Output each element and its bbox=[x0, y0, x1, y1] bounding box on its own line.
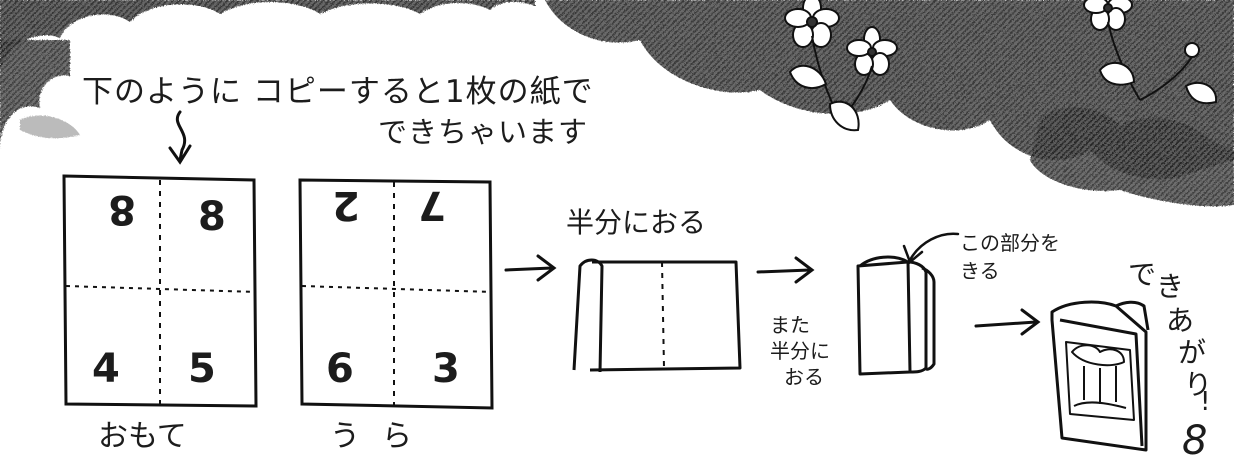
step-cut-line-2: きる bbox=[960, 259, 1000, 283]
step-cut-line-1: この部分を bbox=[960, 231, 1060, 255]
front-page-bottom-left: 4 bbox=[92, 346, 120, 392]
front-page-top-left: 8 bbox=[108, 186, 136, 232]
back-page-top-right: 7 bbox=[418, 182, 446, 228]
sheet-back bbox=[298, 178, 494, 410]
done-char-6: ! bbox=[1200, 387, 1210, 417]
step-fold-again-line-3: おる bbox=[784, 365, 824, 389]
intro-line-2: できちゃいます bbox=[378, 115, 588, 149]
cut-arrow-icon bbox=[902, 232, 960, 265]
done-char-5: り bbox=[1184, 368, 1212, 401]
back-page-bottom-left: 6 bbox=[326, 346, 354, 392]
bush-scribble-top-left bbox=[0, 0, 535, 150]
step-fold-again-line-2: 半分に bbox=[770, 339, 830, 363]
done-char-1: で bbox=[1128, 258, 1156, 291]
sheet-front bbox=[62, 174, 258, 408]
arrow-right-icon bbox=[756, 256, 815, 284]
front-caption: おもて bbox=[98, 419, 187, 454]
flower-cluster-left bbox=[784, 0, 898, 132]
bush-scribble-top-right bbox=[545, 0, 1234, 207]
arrow-right-icon bbox=[504, 254, 557, 282]
folded-quarter-sheet bbox=[856, 255, 936, 376]
back-page-top-left: 2 bbox=[332, 182, 360, 228]
folded-half-sheet bbox=[572, 258, 742, 373]
back-caption: うら bbox=[330, 419, 434, 454]
step-fold-half-label: 半分におる bbox=[566, 206, 706, 239]
done-char-2: き bbox=[1156, 270, 1184, 303]
down-arrow-icon bbox=[168, 110, 192, 165]
back-page-bottom-right: 3 bbox=[432, 346, 460, 392]
front-page-bottom-right: 5 bbox=[188, 346, 216, 392]
arrow-right-icon bbox=[974, 308, 1041, 336]
step-fold-again-line-1: また bbox=[770, 313, 810, 337]
flower-cluster-right bbox=[1083, 0, 1218, 105]
page-number: 8 bbox=[1182, 418, 1207, 461]
finished-booklet bbox=[1050, 300, 1150, 452]
done-char-3: あ bbox=[1166, 304, 1194, 337]
intro-line-1: 下のように コピーすると1枚の紙で bbox=[82, 74, 594, 110]
front-page-top-right: 8 bbox=[198, 194, 226, 240]
done-char-4: が bbox=[1178, 336, 1206, 369]
